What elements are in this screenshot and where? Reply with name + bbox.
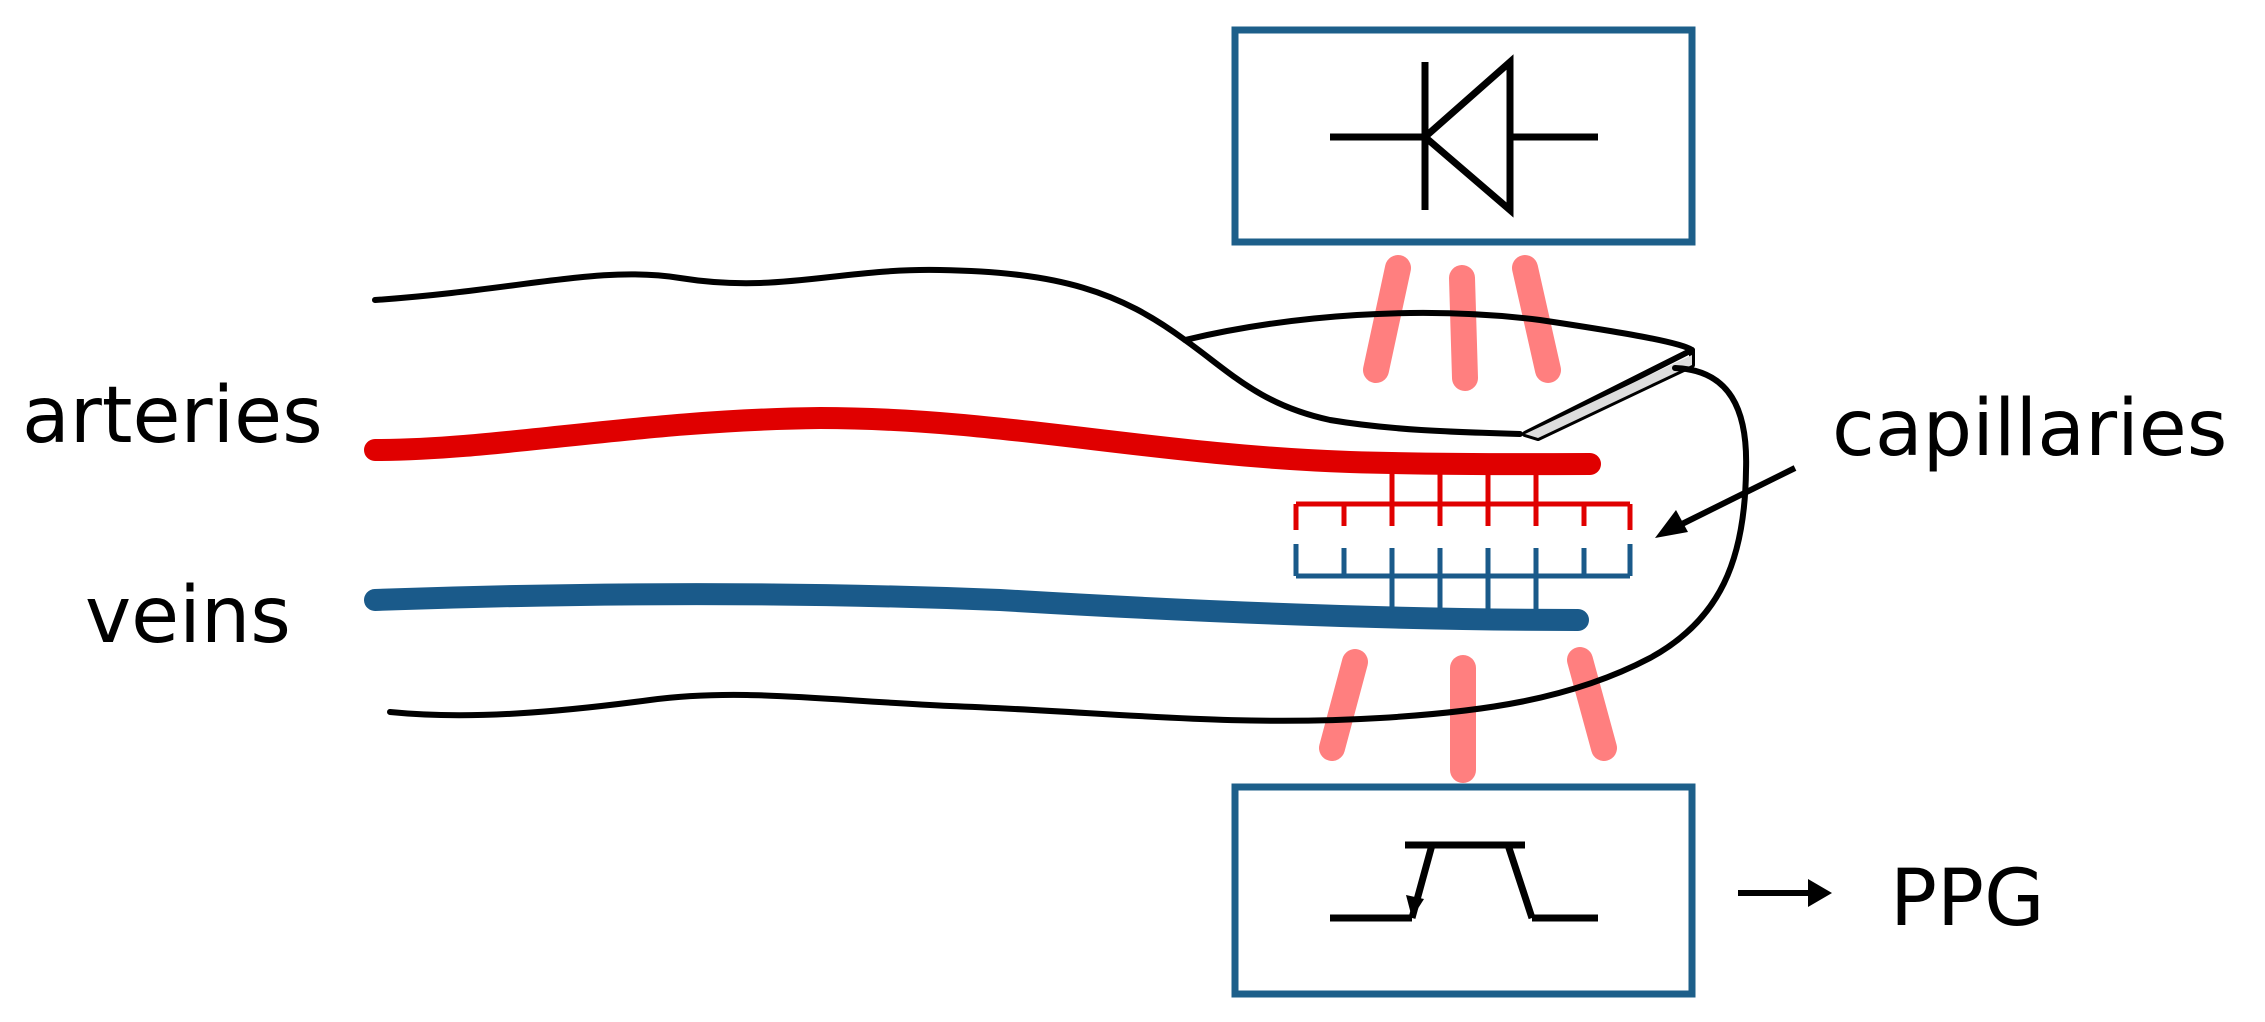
top-component-box <box>1231 26 1696 246</box>
bottom-component-box <box>1231 783 1696 998</box>
diode-symbol-icon <box>1330 54 1598 218</box>
capillaries-arrow-icon <box>1655 465 1797 538</box>
capillary-network <box>1293 466 1633 612</box>
venous-capillaries <box>1293 544 1633 612</box>
fingernail-fill <box>1525 355 1692 438</box>
ppg-label: PPG <box>1890 854 2045 944</box>
finger-outline <box>372 266 1750 724</box>
light-ray <box>1567 647 1617 761</box>
vein-line <box>364 583 1589 631</box>
top-component <box>1231 26 1696 246</box>
phototransistor-arrow-icon <box>1406 895 1424 918</box>
veins-label: veins <box>85 571 291 661</box>
light-ray <box>1449 265 1478 391</box>
light-ray <box>1319 649 1368 761</box>
capillaries-label: capillaries <box>1832 384 2227 474</box>
artery-line <box>364 406 1601 476</box>
output-arrow-icon <box>1738 879 1832 907</box>
bottom-component <box>1231 783 1696 998</box>
light-ray <box>1363 255 1411 383</box>
arterial-capillaries <box>1293 466 1633 530</box>
arteries-label: arteries <box>22 371 323 461</box>
